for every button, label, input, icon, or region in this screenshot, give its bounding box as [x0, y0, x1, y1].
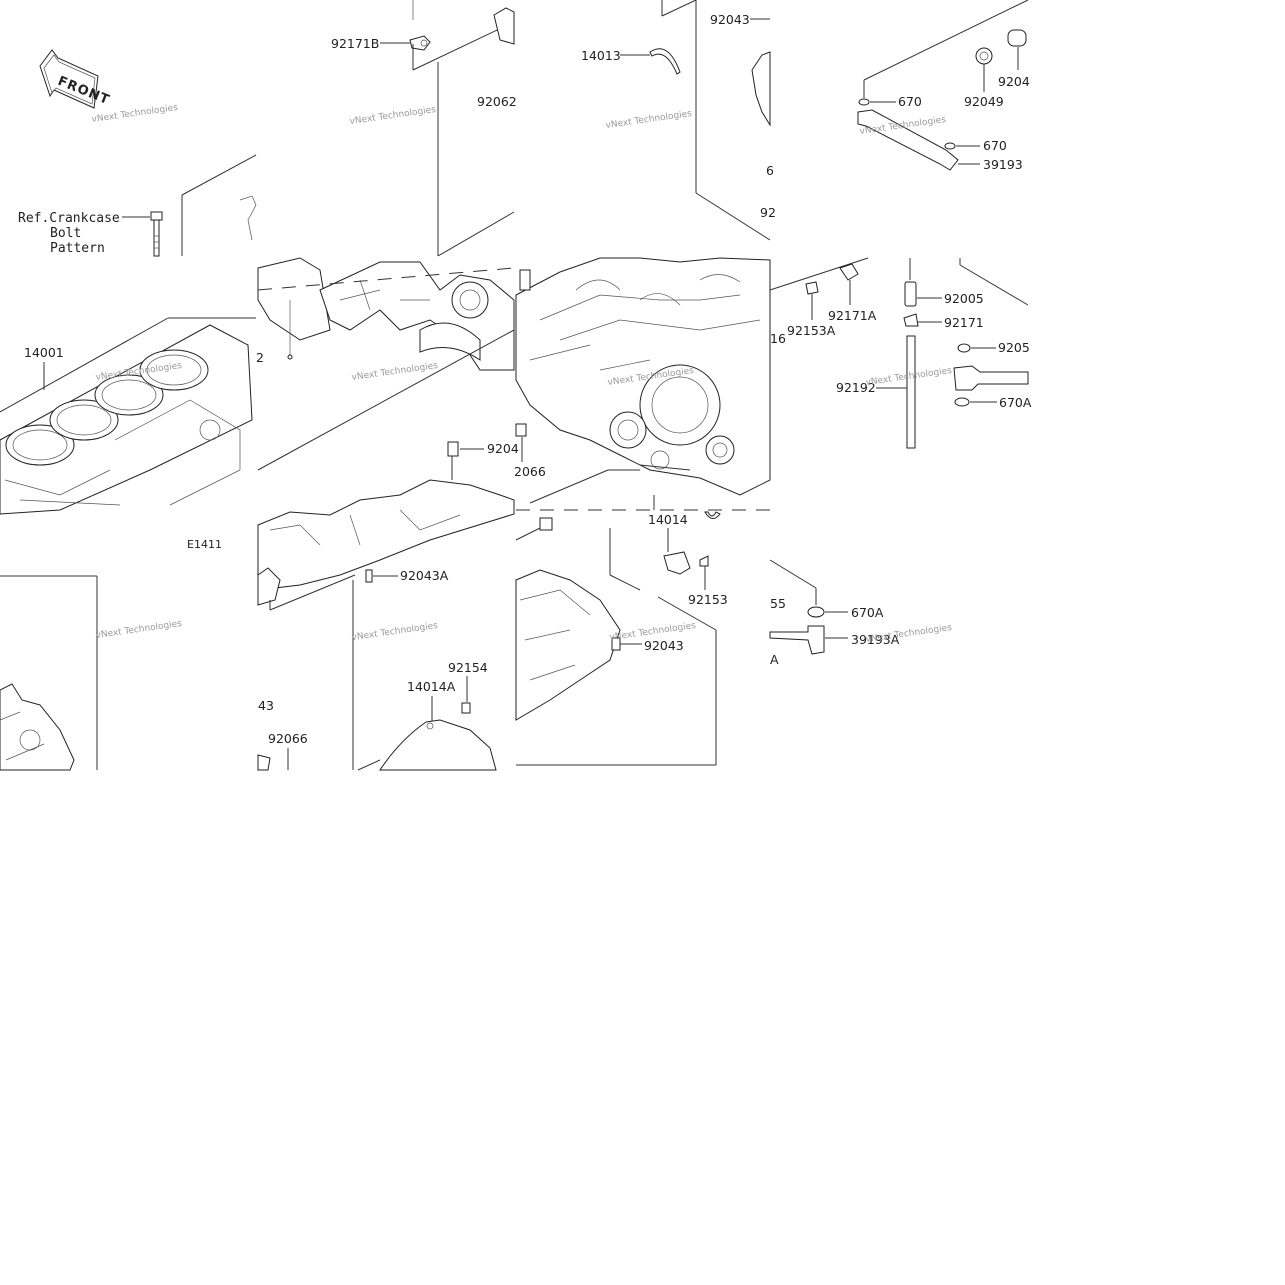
lower-left-fragment: [0, 575, 98, 771]
label-92-cut-1: 92: [760, 205, 776, 220]
label-92062: 92062: [477, 94, 517, 109]
label-39193A: 39193A: [851, 632, 900, 647]
upper-crankcase-middle: [257, 257, 515, 471]
cover-14014A: 92154 14014A: [357, 660, 497, 771]
upper-case-strip: 92171B 92062: [331, 0, 517, 257]
fittings-group: 92153A 92171A 92005 92171 92192 9205 670…: [769, 257, 1032, 449]
label-670A-cut: 670A: [999, 395, 1032, 410]
label-14001: 14001: [24, 345, 64, 360]
label-92043-low: 92043: [644, 638, 684, 653]
lower-crankcase-middle: 9204 92043A 43 92066: [257, 441, 519, 771]
watermark-2: vNext Technologies: [349, 105, 437, 127]
label-55-cut: 55: [770, 596, 786, 611]
watermark-12: vNext Technologies: [865, 623, 953, 645]
label-92049: 92049: [964, 94, 1004, 109]
label-92171: 92171: [944, 315, 984, 330]
label-92043-top: 92043: [710, 12, 750, 27]
label-9205-cut: 9205: [998, 340, 1030, 355]
label-92066: 92066: [268, 731, 308, 746]
label-39193: 39193: [983, 157, 1023, 172]
label-14013: 14013: [581, 48, 621, 63]
label-14014A: 14014A: [407, 679, 456, 694]
label-A-cut: A: [770, 652, 779, 667]
front-arrow-icon: FRONT: [39, 49, 112, 109]
watermark-9: vNext Technologies: [95, 619, 183, 641]
ref-line-3: Pattern: [50, 241, 105, 256]
label-14014: 14014: [648, 512, 688, 527]
label-92171A: 92171A: [828, 308, 877, 323]
bearing-14013-group: 14013 92043 92 6: [581, 0, 776, 241]
oil-pipe-group: 670 92049 9204 670 39193: [857, 0, 1030, 172]
label-92192: 92192: [836, 380, 876, 395]
ref-line-1: Ref.Crankcase: [18, 211, 120, 226]
label-92043A: 92043A: [400, 568, 449, 583]
label-92154: 92154: [448, 660, 488, 675]
ref-line-2: Bolt: [50, 226, 81, 241]
label-670A: 670A: [851, 605, 884, 620]
label-2066-cut: 2066: [514, 464, 546, 479]
label-9204-cut: 9204: [487, 441, 519, 456]
watermark-6: vNext Technologies: [351, 361, 439, 383]
label-670-a: 670: [898, 94, 922, 109]
label-9204-cut-2: 9204: [998, 74, 1030, 89]
watermark-10: vNext Technologies: [351, 621, 439, 643]
label-670-b: 670: [983, 138, 1007, 153]
label-2-cut: 2: [256, 350, 264, 365]
fitting-39193A-group: 55 670A 39193A A: [769, 559, 900, 667]
main-crankcase-assembly: 2066 16: [514, 257, 786, 504]
label-92153: 92153: [688, 592, 728, 607]
label-6-cut: 6: [766, 163, 774, 178]
watermark-3: vNext Technologies: [605, 109, 693, 131]
label-92153A: 92153A: [787, 323, 836, 338]
figure-code: E1411: [187, 538, 222, 551]
lower-case-right: 14014 92153 92043: [515, 495, 770, 766]
cylinder-block-14001: 14001 2: [0, 317, 264, 515]
label-92005: 92005: [944, 291, 984, 306]
crankcase-bolt-group: Ref.Crankcase Bolt Pattern: [18, 154, 257, 257]
label-43-cut: 43: [258, 698, 274, 713]
label-92171B: 92171B: [331, 36, 379, 51]
label-16-cut: 16: [770, 331, 786, 346]
